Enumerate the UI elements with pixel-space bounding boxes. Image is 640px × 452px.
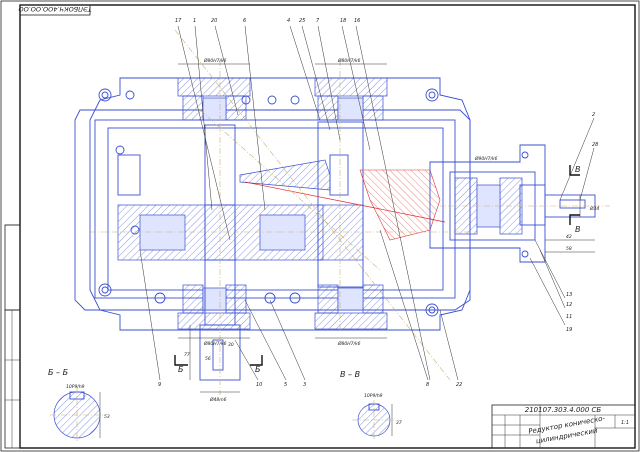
callout-10: 10 [256, 382, 262, 388]
callout-19: 19 [566, 327, 572, 333]
callout-7: 7 [316, 18, 320, 24]
callout-25: 25 [299, 18, 305, 24]
callout-2: 2 [592, 112, 595, 118]
upper-bearing-caps [177, 77, 388, 121]
dim-58: 58 [566, 246, 572, 252]
callout-17: 17 [175, 18, 182, 24]
fit-top-left: Ø80Н7/k6 [203, 57, 227, 64]
dim-30: 30 [228, 342, 234, 348]
section-markers [174, 165, 580, 366]
fit-top-right: Ø80Н7/k6 [337, 57, 361, 64]
fit-shaft: Ø48m6 [209, 396, 227, 403]
lower-bearing-caps [177, 284, 388, 330]
section-vv [352, 400, 396, 440]
callout-4: 4 [287, 18, 290, 24]
section-bb [50, 388, 104, 442]
callout-1: 1 [193, 18, 196, 24]
section-vv-fit: 10Р9/h9 [364, 393, 383, 399]
section-bb-label: Б – Б [48, 368, 69, 377]
dim-34: Ø34 [589, 205, 599, 212]
fit-right-top: Ø90Н7/k6 [474, 155, 498, 162]
callout-22: 22 [456, 382, 462, 388]
code-stamp-box [19, 4, 91, 16]
callout-5: 5 [284, 382, 287, 388]
fit-bottom-left: Ø80Н7/k6 [203, 340, 227, 347]
callout-16: 16 [354, 18, 360, 24]
view-mark-b-right: Б [255, 365, 261, 374]
view-mark-b-left: Б [178, 365, 184, 374]
title-scale: 1:1 [621, 420, 629, 426]
callout-8: 8 [426, 382, 429, 388]
section-bb-size: 53 [104, 414, 110, 420]
dimension-values: 42 58 Ø34 77 56 30 [184, 205, 599, 362]
callout-6: 6 [243, 18, 246, 24]
dim-42: 42 [566, 234, 572, 240]
view-mark-v-bottom: В [575, 225, 581, 234]
section-vv-size: 37 [396, 420, 402, 426]
callout-3: 3 [303, 382, 306, 388]
title-block [491, 404, 636, 449]
leader-lines [139, 25, 595, 381]
callout-labels: 17 1 20 6 4 25 7 18 16 2 28 13 12 19 11 … [158, 18, 598, 388]
view-mark-v-top: В [575, 165, 581, 174]
callout-13: 13 [566, 292, 572, 298]
callout-12: 12 [566, 302, 572, 308]
code-stamp-text: ТЭПБОКЧ.4ОО.ОО.ОО [18, 5, 91, 13]
dim-56: 56 [205, 356, 211, 362]
section-bb-fit: 10Р9/h9 [66, 384, 85, 390]
title-doc-code: 210107.303.4.000 СБ [525, 406, 602, 414]
callout-18: 18 [340, 18, 346, 24]
callout-9: 9 [158, 382, 161, 388]
callout-11: 11 [566, 314, 572, 320]
section-vv-label: В – В [340, 370, 360, 379]
dim-77: 77 [184, 352, 190, 358]
margin-strip [4, 309, 21, 449]
fit-labels: Ø80Н7/k6 Ø80Н7/k6 Ø80Н7/k6 Ø80Н7/k6 Ø90Н… [203, 57, 498, 403]
fit-bottom-right: Ø80Н7/k6 [337, 340, 361, 347]
callout-28: 28 [592, 142, 598, 148]
callout-20: 20 [211, 18, 217, 24]
cylindrical-gears [117, 204, 364, 261]
housing-flange-outline [89, 77, 471, 331]
center-lines [90, 29, 610, 395]
dimension-lines [178, 63, 595, 393]
